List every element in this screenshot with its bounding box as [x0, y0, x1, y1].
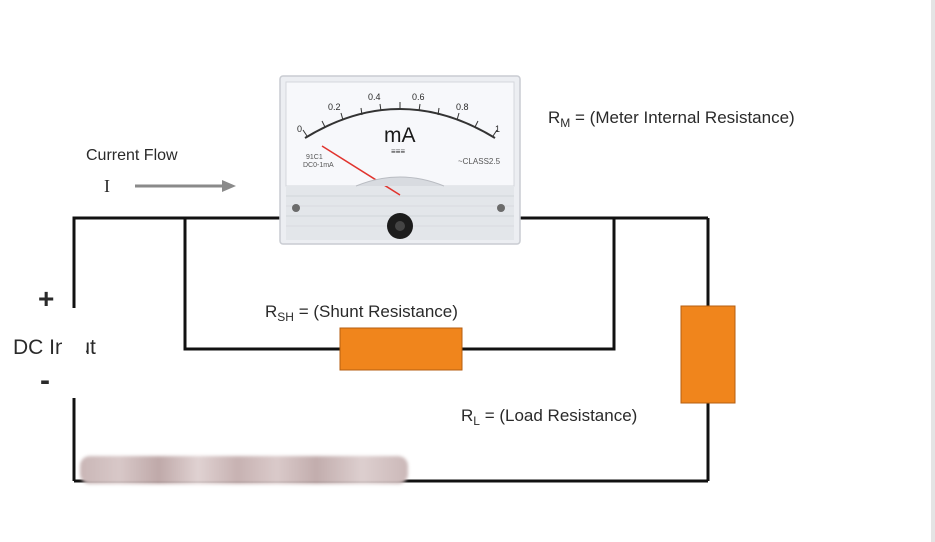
meter-class-label: ~CLASS2.5 [458, 157, 501, 166]
meter-needle [321, 145, 401, 196]
ammeter [279, 75, 521, 245]
rm-symbol: R [548, 108, 561, 127]
current-flow-label: Current Flow [86, 147, 178, 164]
rm-text: = (Meter Internal Resistance) [575, 108, 795, 127]
terminal-gap [62, 310, 86, 396]
meter-tick-label-1: 1 [495, 124, 501, 134]
rsh-subscript: SH [277, 310, 294, 324]
meter-tick-label-0.2: 0.2 [328, 102, 341, 112]
meter-screw-right [497, 204, 505, 212]
meter-scale-ticks [302, 102, 498, 137]
meter-tick-label-0: 0 [297, 124, 303, 134]
rl-label: RL = (Load Resistance) [461, 406, 637, 428]
meter-tick-label-0.8: 0.8 [456, 102, 469, 112]
meter-model-label-1: 91C1 [306, 154, 323, 161]
blurred-overlay [80, 456, 408, 484]
rsh-text: = (Shunt Resistance) [298, 302, 458, 321]
minus-terminal-label: - [40, 364, 50, 397]
meter-face [285, 81, 515, 187]
meter-tick-label-0.6: 0.6 [412, 92, 425, 102]
rsh-symbol: R [265, 302, 278, 321]
meter-model-label-2: DC0-1mA [303, 162, 334, 169]
current-symbol: I [104, 176, 110, 196]
rm-label: RM = (Meter Internal Resistance) [548, 108, 795, 130]
rsh-label: RSH = (Shunt Resistance) [265, 302, 458, 324]
plus-terminal-label: + [38, 283, 55, 314]
shunt-resistor [339, 327, 463, 371]
meter-tick-label-0.4: 0.4 [368, 92, 381, 102]
rl-symbol: R [461, 406, 474, 425]
current-arrow [135, 180, 236, 192]
meter-unit-label: mA [384, 124, 416, 147]
right-edge-strip [931, 0, 935, 542]
rl-subscript: L [473, 414, 480, 428]
rl-text: = (Load Resistance) [484, 406, 638, 425]
meter-screw-left [292, 204, 300, 212]
load-resistor [680, 305, 736, 404]
meter-unit-marks: ≡≡≡ [391, 147, 406, 156]
rm-subscript: M [560, 116, 571, 130]
wire-shunt-left [183, 218, 340, 351]
wire-shunt-right [462, 218, 616, 351]
wire-left-top [72, 216, 280, 308]
